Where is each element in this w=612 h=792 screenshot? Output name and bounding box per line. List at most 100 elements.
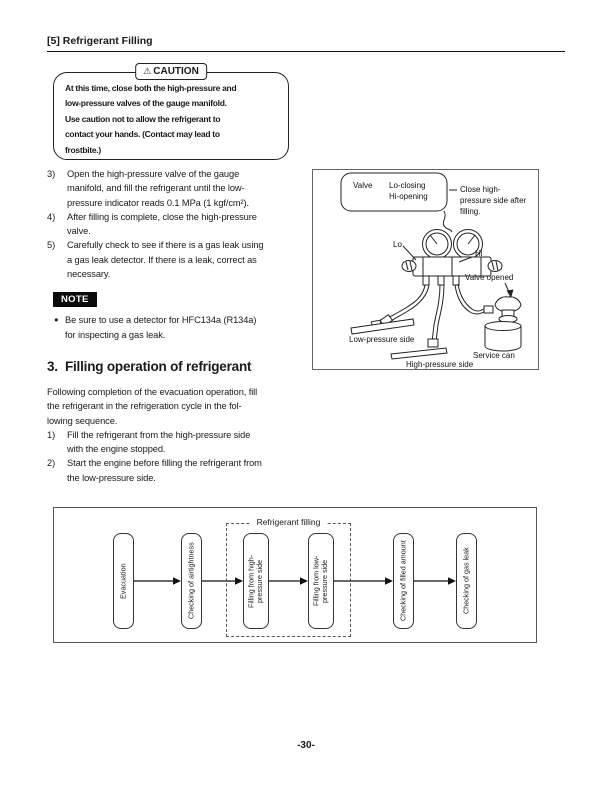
step-number: 3) [47, 169, 56, 179]
valve-note-title: Valve [353, 181, 373, 190]
flow-box: Evacuation [113, 533, 134, 629]
step-text: Carefully check to see if there is a gas… [67, 238, 317, 281]
procedure-steps-list: 3) Open the high-pressure valve of the ga… [47, 167, 317, 281]
hose-fitting [437, 275, 445, 286]
valve-note-line1: Lo-closing [389, 181, 425, 190]
low-pressure-hose [388, 284, 430, 324]
step-text-line: After filling is complete, close the hig… [67, 211, 257, 222]
step-text: Fill the refrigerant from the high-press… [67, 428, 317, 457]
knob-hatch [409, 260, 413, 272]
step-number: 4) [47, 211, 56, 222]
high-gauge-dial [456, 232, 480, 256]
hose-fitting [422, 275, 430, 286]
valve-opened-arrowhead [506, 289, 514, 298]
paragraph-line: the refrigerant in the refrigeration cyc… [47, 401, 242, 412]
knob-hatch [495, 260, 499, 272]
caution-badge: ⚠CAUTION [135, 63, 207, 80]
note-text-line: for inspecting a gas leak. [65, 329, 166, 340]
low-gauge-dial [425, 232, 449, 256]
high-gauge-needle [467, 234, 476, 245]
note-bullet-row: ● Be sure to use a detector for HFC134a … [47, 313, 317, 342]
step-text-line: Carefully check to see if there is a gas… [67, 240, 264, 251]
step-text-line: valve. [67, 226, 91, 237]
knob-hatch [405, 261, 409, 271]
low-pressure-side-label: Low-pressure side [349, 335, 415, 344]
flow-box: Checking of gas leak [456, 533, 477, 629]
paragraph-line: lowing sequence. [47, 415, 118, 426]
lo-label: Lo [393, 240, 402, 249]
low-gauge-needle [429, 234, 438, 245]
step-item: 4) After filling is complete, close the h… [47, 210, 317, 239]
valve-opened-label: Valve opened [465, 273, 513, 282]
hi-pointer-line [458, 256, 473, 263]
step-text-line: with the engine stopped. [67, 444, 166, 455]
valve-note-line2: Hi-opening [389, 192, 428, 201]
step-text: After filling is complete, close the hig… [67, 210, 317, 239]
note-badge: NOTE [53, 292, 97, 308]
page-header: [5] Refrigerant Filling [47, 31, 565, 52]
note-text: Be sure to use a detector for HFC134a (R… [65, 313, 256, 342]
step-text-line: Fill the refrigerant from the high-press… [67, 429, 251, 440]
service-can-hose [454, 284, 486, 315]
step-item: 3) Open the high-pressure valve of the ga… [47, 167, 317, 210]
flow-group-label-text: Refrigerant filling [250, 517, 327, 527]
high-pressure-hose [431, 284, 441, 343]
page-number: -30- [297, 740, 315, 751]
step-text-line: pressure indicator reads 0.1 MPa (1 kgf/… [67, 197, 250, 208]
section-intro-paragraph: Following completion of the evacuation o… [47, 385, 317, 428]
low-pressure-pipe [350, 318, 415, 335]
hose-fitting [452, 275, 460, 286]
close-label-line1: Close high- [460, 185, 501, 194]
flow-arrowhead [385, 577, 393, 585]
hose-fitting [483, 305, 494, 314]
gauge-manifold-illustration: Valve Lo-closing Hi-opening Close high- … [340, 172, 527, 369]
step-text-line: Start the engine before filling the refr… [67, 458, 262, 469]
caution-text-line: low-pressure valves of the gauge manifol… [65, 98, 227, 109]
service-can-body [484, 326, 522, 352]
page-header-title: [5] Refrigerant Filling [47, 35, 153, 47]
can-valve-handle [494, 296, 522, 312]
step-text: Start the engine before filling the refr… [67, 456, 317, 485]
valve-note-box [340, 172, 448, 212]
service-can-top [484, 321, 522, 331]
bullet-icon: ● [54, 315, 59, 325]
caution-text-line: At this time, close both the high-pressu… [65, 83, 237, 93]
high-pressure-side-label: High-pressure side [406, 360, 474, 369]
caution-text-line: frostbite.) [65, 144, 101, 155]
step-text: Open the high-pressure valve of the gaug… [67, 167, 317, 210]
procedure-steps-column: 3) Open the high-pressure valve of the ga… [47, 167, 317, 342]
step-item: 5) Carefully check to see if there is a g… [47, 238, 317, 281]
caution-badge-label: CAUTION [153, 66, 199, 77]
section-steps-list: 1) Fill the refrigerant from the high-pre… [47, 428, 317, 485]
flow-group-label: Refrigerant filling [226, 517, 351, 527]
flow-box: Checking of filled amount [393, 533, 414, 629]
step-text-line: manifold, and fill the refrigerant until… [67, 183, 245, 194]
step-number: 5) [47, 240, 56, 251]
close-label-line3: filling. [460, 207, 480, 216]
lo-pointer-line [402, 245, 417, 261]
paragraph-line: Following completion of the evacuation o… [47, 387, 258, 397]
knob-hatch [491, 261, 495, 271]
step-item: 1) Fill the refrigerant from the high-pre… [47, 428, 317, 457]
step-text-line: Open the high-pressure valve of the gaug… [67, 169, 240, 179]
caution-text-line: Use caution not to allow the refrigerant… [65, 113, 221, 124]
warning-triangle-icon: ⚠ [143, 66, 152, 76]
step-number: 2) [47, 458, 56, 469]
flow-box: Filling from high- pressure side [243, 533, 269, 629]
flow-box: Filling from low- pressure side [308, 533, 334, 629]
lo-valve-knob [401, 260, 417, 272]
flow-box: Checking of airtightness [181, 533, 202, 629]
service-can-hose [457, 283, 486, 312]
step-text-line: necessary. [67, 269, 111, 280]
high-pressure-hose [435, 284, 445, 343]
note-text-line: Be sure to use a detector for HFC134a (R… [65, 315, 257, 326]
caution-text-line: contact your hands. (Contact may lead to [65, 129, 220, 140]
hanger-line [442, 210, 453, 233]
step-number: 1) [47, 429, 56, 440]
hose-fitting [427, 338, 439, 348]
service-can-label: Service can [473, 351, 515, 360]
flowchart-panel: Refrigerant filling Evacuation Checking o… [53, 507, 537, 643]
high-pressure-pipe [390, 347, 448, 360]
hi-label: Hi [475, 249, 483, 258]
